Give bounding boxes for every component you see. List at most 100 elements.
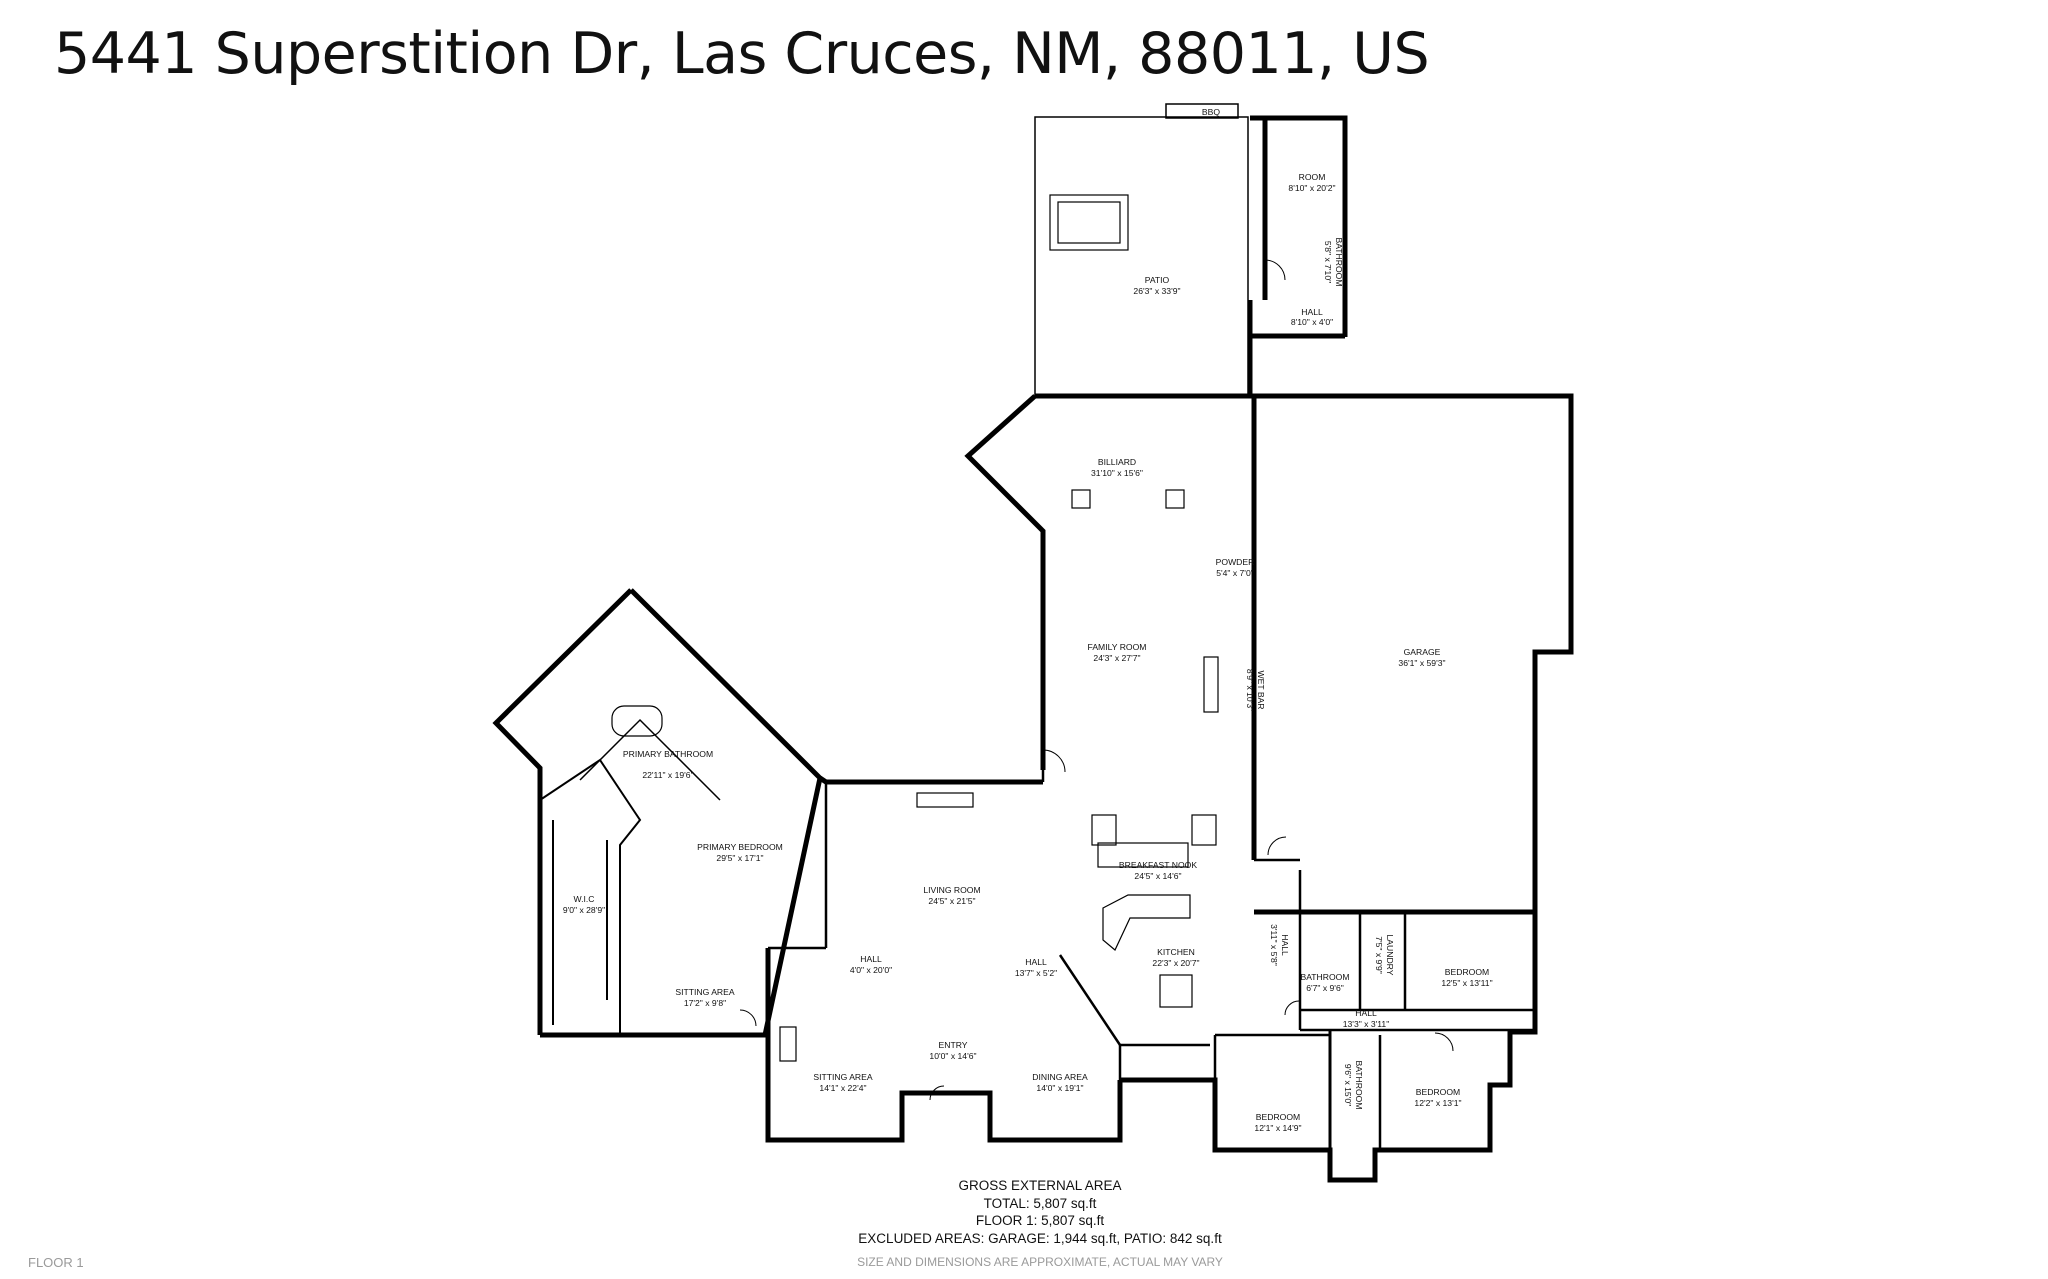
room-dims: 36'1" x 59'3" <box>1398 658 1445 668</box>
pool-inner-icon <box>1057 201 1121 244</box>
room-label: HALL <box>1355 1008 1377 1018</box>
summary-excluded: EXCLUDED AREAS: GARAGE: 1,944 sq.ft, PAT… <box>858 1230 1222 1246</box>
room-dims: 7'5" x 9'9" <box>1374 936 1384 974</box>
room-label: W.I.C <box>573 894 594 904</box>
door-arc <box>929 1085 945 1101</box>
room-dims: 24'5" x 14'6" <box>1134 871 1181 881</box>
room-dims: 8'10" x 4'0" <box>1291 317 1333 327</box>
ceiling-fixture-icon <box>1165 489 1185 509</box>
room-label: BATHROOM <box>1334 237 1344 286</box>
pool-icon <box>1049 194 1129 251</box>
room-label: HALL <box>1025 957 1047 967</box>
room-dims: 26'3" x 33'9" <box>1133 286 1180 296</box>
room-label: HALL <box>1301 307 1323 317</box>
room-label: BBQ <box>1202 107 1220 117</box>
door-arc <box>739 1009 757 1027</box>
primary-bathroom-west-wall <box>492 588 633 1035</box>
patio-outline <box>1034 116 1249 397</box>
room-dims: 12'2" x 13'1" <box>1414 1098 1461 1108</box>
room-dims: 12'1" x 14'9" <box>1254 1123 1301 1133</box>
room-dims: 24'3" x 27'7" <box>1093 653 1140 663</box>
fixtures <box>611 194 1219 1062</box>
door-arc <box>1434 1032 1454 1052</box>
room-label: BREAKFAST NOOK <box>1119 860 1197 870</box>
property-address-title: 5441 Superstition Dr, Las Cruces, NM, 88… <box>54 21 1430 87</box>
room-dims: 8'10" x 20'2" <box>1288 183 1335 193</box>
ceiling-fixture-icon <box>1071 489 1091 509</box>
room-dims: 31'10" x 15'6" <box>1091 468 1143 478</box>
room-label: BEDROOM <box>1256 1112 1300 1122</box>
room-dims: 29'5" x 17'1" <box>716 853 763 863</box>
door-arc <box>1284 1000 1300 1016</box>
room-dims: 8'9" x 10'3" <box>1245 669 1255 711</box>
primary-suite-walls <box>540 588 823 1038</box>
room-label: POWDER <box>1216 557 1255 567</box>
room-label: KITCHEN <box>1157 947 1195 957</box>
range-icon <box>1159 974 1193 1008</box>
room-label: ENTRY <box>939 1040 968 1050</box>
fireplace-icon <box>779 1026 797 1062</box>
primary-bathroom-inner <box>579 718 721 801</box>
area-summary: GROSS EXTERNAL AREA TOTAL: 5,807 sq.ft F… <box>700 1177 1380 1247</box>
room-dims: 5'8" x 7'10" <box>1323 241 1333 283</box>
lower-right-walls <box>1120 912 1538 1183</box>
room-label: GARAGE <box>1404 647 1441 657</box>
exterior-walls <box>492 103 1574 1183</box>
room-label: LAUNDRY <box>1385 935 1395 976</box>
room-label: HALL <box>1280 934 1290 956</box>
room-dims: 9'0" x 28'9" <box>563 905 605 915</box>
room-label: WET BAR <box>1256 671 1266 710</box>
bbq-outline <box>1165 103 1239 119</box>
room-label: PRIMARY BATHROOM <box>623 749 713 759</box>
room-label: SITTING AREA <box>675 987 734 997</box>
room-label: BEDROOM <box>1445 967 1489 977</box>
kitchen-west-diagonal <box>1058 954 1122 1046</box>
room-dims: 10'0" x 14'6" <box>929 1051 976 1061</box>
doors <box>739 259 1454 1101</box>
room-dims: 17'2" x 9'8" <box>684 998 726 1008</box>
room-labels: PATIO 26'3" x 33'9" ROOM 8'10" x 20'2" B… <box>563 107 1493 1133</box>
room-dims: 14'0" x 19'1" <box>1036 1083 1083 1093</box>
room-label: FAMILY ROOM <box>1088 642 1147 652</box>
door-arc <box>1264 259 1286 281</box>
living-north-wall <box>818 775 1043 785</box>
room-dims: 12'5" x 13'11" <box>1441 978 1492 988</box>
interior-walls <box>539 718 1535 1150</box>
summary-heading: GROSS EXTERNAL AREA <box>958 1178 1122 1193</box>
billiard-west-wall <box>964 394 1046 770</box>
room-label: BILLIARD <box>1098 457 1136 467</box>
room-dims: 5'4" x 7'0" <box>1216 568 1254 578</box>
ceiling-fixture-icon <box>1191 814 1217 846</box>
room-dims: 13'7" x 5'2" <box>1015 968 1057 978</box>
room-dims: 3'11" x 5'8" <box>1269 924 1279 966</box>
summary-floor: FLOOR 1: 5,807 sq.ft <box>975 1213 1105 1228</box>
room-label: PRIMARY BEDROOM <box>697 842 783 852</box>
ceiling-fixture-icon <box>1091 814 1117 846</box>
room-label: BATHROOM <box>1354 1060 1364 1109</box>
fireplace-icon <box>916 792 974 808</box>
door-arc <box>1042 749 1066 773</box>
room-dims: 22'11" x 19'6" <box>642 770 693 780</box>
room-label: LIVING ROOM <box>923 885 980 895</box>
counter-icon <box>1097 842 1189 868</box>
kitchen-south-wall <box>1118 1043 1210 1080</box>
room-label: PATIO <box>1145 275 1170 285</box>
disclaimer: SIZE AND DIMENSIONS ARE APPROXIMATE, ACT… <box>857 1255 1223 1269</box>
room-dims: 4'0" x 20'0" <box>850 965 892 975</box>
room-dims: 24'5" x 21'5" <box>928 896 975 906</box>
bathtub-icon <box>611 705 663 737</box>
floor-label: FLOOR 1 <box>28 1255 84 1270</box>
summary-total: TOTAL: 5,807 sq.ft <box>983 1195 1097 1211</box>
door-arc <box>1267 836 1287 856</box>
room-label: ROOM <box>1299 172 1326 182</box>
room-label: DINING AREA <box>1032 1072 1088 1082</box>
room-label: HALL <box>860 954 882 964</box>
room-label: BATHROOM <box>1300 972 1349 982</box>
room-label: BEDROOM <box>1416 1087 1460 1097</box>
room-dims: 9'6" x 15'0" <box>1343 1064 1353 1106</box>
wet-bar-counter-icon <box>1203 656 1219 713</box>
room-label: SITTING AREA <box>813 1072 872 1082</box>
sitting-entry-dining-walls <box>765 948 1123 1143</box>
room-wall <box>1250 115 1348 337</box>
